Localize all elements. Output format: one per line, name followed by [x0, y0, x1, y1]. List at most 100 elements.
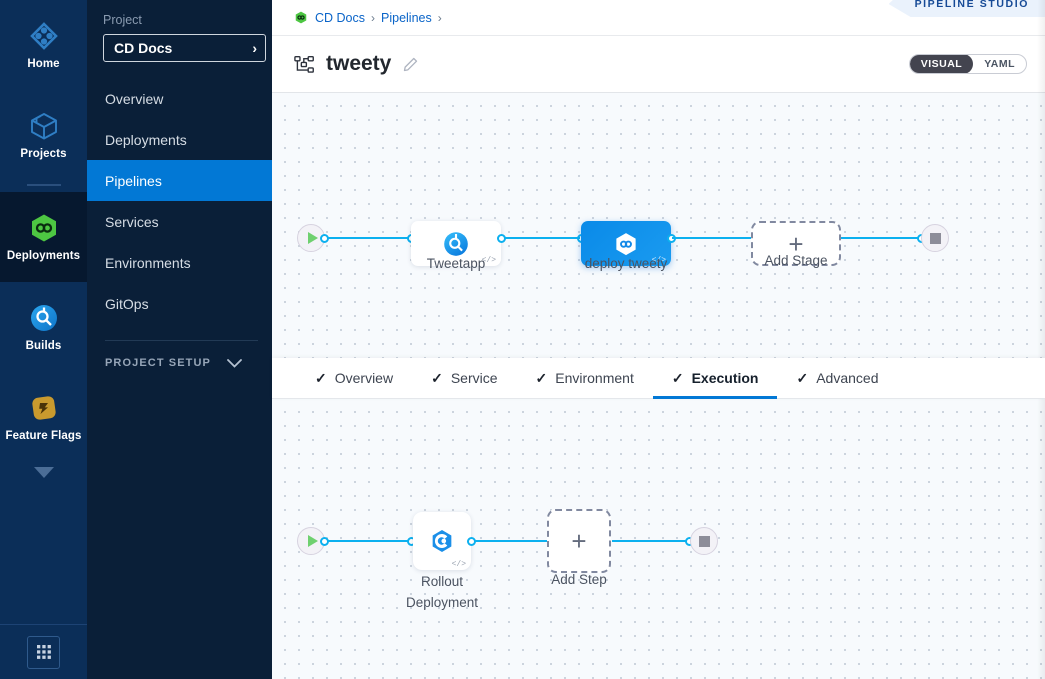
- sidebar-item-label: Pipelines: [105, 172, 162, 189]
- project-selector[interactable]: CD Docs ›: [103, 34, 266, 62]
- stage-tabs: ✓ Overview ✓ Service ✓ Environment ✓ Exe…: [272, 358, 1045, 399]
- sidebar-item-overview[interactable]: Overview: [87, 78, 272, 119]
- connector-start-to-rollout: [327, 540, 412, 542]
- sidebar-item-pipelines[interactable]: Pipelines: [87, 160, 272, 201]
- step-node-rollout-deployment[interactable]: </>: [413, 512, 471, 570]
- connector-tweetapp-to-deploy: [504, 237, 580, 239]
- play-icon: [307, 535, 318, 547]
- connector-rollout-to-addstep: [474, 540, 549, 542]
- connector-addstep-to-end: [612, 540, 692, 542]
- builds-circle-icon: [30, 305, 57, 331]
- pipeline-tree-icon: [294, 55, 314, 73]
- project-nav-list: Overview Deployments Pipelines Services …: [87, 78, 272, 324]
- add-step-button[interactable]: +: [547, 509, 611, 573]
- sidebar-item-label: GitOps: [105, 295, 149, 312]
- sidebar-item-label: Services: [105, 213, 159, 230]
- deploy-tweety-code-tag: </>: [651, 256, 666, 265]
- rail-expand-button[interactable]: [0, 466, 87, 479]
- sidebar-item-label: Overview: [105, 90, 164, 107]
- execution-end-node[interactable]: [690, 527, 718, 555]
- sidebar-item-gitops[interactable]: GitOps: [87, 283, 272, 324]
- build-stage-icon: [444, 231, 468, 256]
- connector-deploy-to-addstage: [672, 237, 752, 239]
- stop-icon: [929, 232, 941, 244]
- rail-item-projects[interactable]: Projects: [0, 90, 87, 180]
- add-stage-label: Add Stage: [764, 253, 828, 268]
- deploy-stage-icon: [616, 232, 636, 255]
- execution-canvas[interactable]: </> Rollout Deployment + Add Step: [272, 399, 1045, 679]
- project-selector-name: CD Docs: [114, 40, 173, 56]
- stage-canvas[interactable]: </> Tweetapp </> deploy tweety: [272, 93, 1045, 358]
- pipeline-studio-badge: PIPELINE STUDIO: [888, 0, 1045, 17]
- cube-icon: [30, 113, 57, 140]
- rail-item-home[interactable]: Home: [0, 0, 87, 90]
- rail-item-feature-flags-label: Feature Flags: [5, 430, 82, 442]
- stage-node-deploy-tweety[interactable]: </>: [581, 221, 671, 266]
- sidebar-item-environments[interactable]: Environments: [87, 242, 272, 283]
- rail-item-feature-flags[interactable]: Feature Flags: [0, 372, 87, 462]
- pencil-icon[interactable]: [403, 57, 418, 72]
- tab-environment-label: Environment: [555, 370, 634, 386]
- check-icon: ✓: [671, 369, 684, 386]
- toggle-option-yaml[interactable]: YAML: [984, 58, 1015, 70]
- project-sidebar: Project CD Docs › Overview Deployments P…: [87, 0, 272, 679]
- feature-flags-icon: [31, 396, 56, 420]
- breadcrumb-item-cd-docs[interactable]: CD Docs: [315, 10, 366, 25]
- tab-execution[interactable]: ✓ Execution: [652, 358, 778, 399]
- tab-environment[interactable]: ✓ Environment: [517, 358, 653, 398]
- home-diamond-icon: [29, 22, 58, 50]
- stage-node-tweetapp[interactable]: </>: [411, 221, 501, 266]
- main-area: CD Docs › Pipelines › PIPELINE STUDIO: [272, 0, 1045, 679]
- breadcrumb-separator: ›: [437, 10, 442, 25]
- visual-yaml-toggle[interactable]: VISUAL YAML: [908, 54, 1027, 74]
- rail-divider: [26, 184, 61, 186]
- rail-item-projects-label: Projects: [20, 148, 67, 160]
- breadcrumb-separator: ›: [371, 10, 376, 25]
- rollout-code-tag: </>: [451, 560, 466, 569]
- breadcrumb-item-pipelines[interactable]: Pipelines: [381, 10, 432, 25]
- sidebar-item-label: Deployments: [105, 131, 187, 148]
- tweetapp-code-tag: </>: [481, 256, 496, 265]
- stage-node-tweetapp-label: Tweetapp: [426, 256, 486, 271]
- chevron-down-icon: [33, 467, 54, 478]
- tab-advanced-label: Advanced: [816, 370, 879, 386]
- add-stage-button[interactable]: +: [751, 221, 841, 266]
- pipeline-title-group: tweety: [294, 52, 418, 76]
- tab-service-label: Service: [450, 370, 498, 386]
- connector-addstage-to-end: [841, 237, 925, 239]
- play-icon: [307, 232, 318, 244]
- toggle-option-visual[interactable]: VISUAL: [909, 55, 974, 73]
- check-icon: ✓: [535, 369, 548, 386]
- app-grid-button[interactable]: [27, 635, 60, 669]
- rail-footer: [0, 624, 87, 679]
- module-rail: Home Projects Deployments: [0, 0, 87, 679]
- rail-item-builds[interactable]: Builds: [0, 282, 87, 372]
- tab-service[interactable]: ✓ Service: [412, 358, 516, 398]
- stage-node-deploy-tweety-label: deploy tweety: [584, 256, 668, 271]
- pipeline-end-node[interactable]: [921, 224, 949, 252]
- stop-icon: [698, 535, 710, 547]
- rail-item-deployments[interactable]: Deployments: [0, 192, 87, 282]
- add-step-label: Add Step: [551, 572, 607, 587]
- tab-overview-label: Overview: [334, 370, 394, 386]
- tab-advanced[interactable]: ✓ Advanced: [777, 358, 897, 398]
- harness-cd-hex-icon: [295, 11, 307, 24]
- app-grid-icon: [36, 645, 51, 659]
- project-section-label: Project: [103, 13, 142, 27]
- rail-item-home-label: Home: [27, 58, 60, 70]
- kubernetes-rollout-icon: [432, 530, 452, 552]
- rail-item-deployments-label: Deployments: [6, 250, 81, 262]
- sidebar-item-services[interactable]: Services: [87, 201, 272, 242]
- project-setup-toggle[interactable]: PROJECT SETUP: [87, 341, 272, 369]
- add-stage-plus: +: [788, 228, 804, 259]
- tab-overview[interactable]: ✓ Overview: [296, 358, 412, 398]
- page-title: tweety: [326, 52, 392, 75]
- sidebar-divider: [105, 340, 258, 341]
- project-setup-label: PROJECT SETUP: [105, 357, 211, 369]
- sidebar-item-deployments[interactable]: Deployments: [87, 119, 272, 160]
- sidebar-item-label: Environments: [105, 254, 191, 271]
- deployments-hex-icon: [31, 214, 56, 242]
- chevron-down-icon: [227, 358, 242, 368]
- breadcrumb: CD Docs › Pipelines › PIPELINE STUDIO: [272, 0, 1045, 36]
